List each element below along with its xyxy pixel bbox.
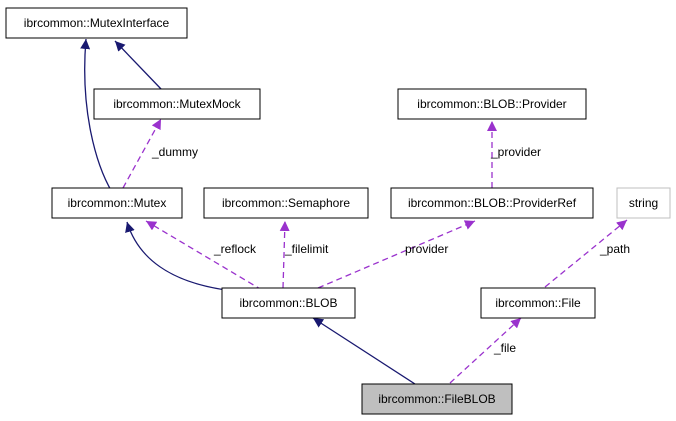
label-reflock: _reflock	[213, 242, 257, 256]
edge-mutex-to-mutexmock	[122, 118, 162, 189]
label-file: _file	[493, 341, 516, 355]
node-file-blob[interactable]: ibrcommon::FileBLOB	[361, 383, 513, 415]
node-file[interactable]: ibrcommon::File	[480, 287, 596, 319]
edge-file-to-string	[544, 219, 628, 288]
edge-blob-to-providerref	[317, 220, 476, 289]
node-label: ibrcommon::Mutex	[68, 196, 167, 210]
node-label: ibrcommon::BLOB	[239, 296, 337, 310]
edge-fileblob-to-blob	[312, 317, 416, 385]
node-label: ibrcommon::MutexMock	[113, 97, 241, 111]
edge-mutex-to-mutexinterface	[80, 38, 113, 193]
label-dummy: _dummy	[151, 145, 198, 159]
label-provider: provider	[405, 242, 448, 256]
node-label: string	[629, 196, 658, 210]
node-mutex[interactable]: ibrcommon::Mutex	[51, 187, 183, 219]
edge-fileblob-to-file	[449, 317, 522, 384]
node-string[interactable]: string	[616, 187, 671, 219]
edge-blob-to-mutex-reflock	[145, 220, 263, 291]
node-label: ibrcommon::MutexInterface	[24, 16, 170, 30]
usage-edges	[122, 118, 628, 384]
edge-labels: _dummy _provider _reflock _filelimit pro…	[151, 145, 630, 355]
label-path: _path	[599, 242, 630, 256]
node-label: ibrcommon::BLOB::Provider	[417, 97, 566, 111]
inheritance-edges	[80, 38, 416, 385]
node-blob-provider-ref[interactable]: ibrcommon::BLOB::ProviderRef	[390, 187, 594, 219]
node-label: ibrcommon::File	[495, 296, 581, 310]
label-provider-member: _provider	[490, 145, 541, 159]
node-label: ibrcommon::BLOB::ProviderRef	[408, 196, 577, 210]
node-blob[interactable]: ibrcommon::BLOB	[221, 287, 356, 319]
node-mutex-interface[interactable]: ibrcommon::MutexInterface	[5, 7, 188, 39]
label-filelimit: _filelimit	[284, 242, 329, 256]
edge-blob-to-semaphore	[279, 220, 290, 289]
node-semaphore[interactable]: ibrcommon::Semaphore	[203, 187, 369, 219]
node-mutex-mock[interactable]: ibrcommon::MutexMock	[93, 88, 261, 120]
edge-blob-to-mutex	[125, 221, 227, 291]
edge-mutexmock-to-mutexinterface	[114, 40, 163, 91]
node-label: ibrcommon::FileBLOB	[378, 392, 495, 406]
node-blob-provider[interactable]: ibrcommon::BLOB::Provider	[397, 88, 587, 120]
node-label: ibrcommon::Semaphore	[222, 196, 350, 210]
